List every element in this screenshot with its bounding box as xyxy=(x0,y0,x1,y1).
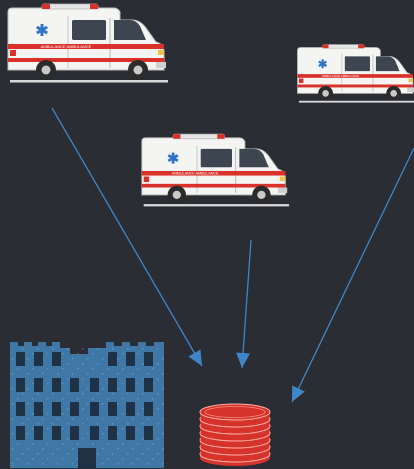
coin-stack-icon xyxy=(199,403,271,466)
star-of-life-icon xyxy=(318,59,328,69)
star-of-life-icon xyxy=(36,24,48,36)
arrowhead-icon xyxy=(292,385,305,402)
arrow-center-to-coins xyxy=(236,239,252,369)
ambulance-label: AMBULANCE AMBULANCE xyxy=(41,44,92,49)
ambulances-layer: AMBULANCE AMBULANCE AMBULANCE AMBULANCE AM… xyxy=(7,3,414,207)
arrow-right-to-target xyxy=(291,147,414,403)
ambulance-label: AMBULANCE AMBULANCE xyxy=(172,172,219,176)
arrows-layer xyxy=(51,107,414,403)
ambulance-label: AMBULANCE AMBULANCE xyxy=(322,74,359,78)
star-of-life-icon xyxy=(167,152,179,164)
ambulance-center: AMBULANCE AMBULANCE xyxy=(141,133,290,207)
hospital-building-icon xyxy=(10,342,164,468)
arrow-left-to-hospital xyxy=(51,107,203,367)
ambulance-top-left: AMBULANCE AMBULANCE xyxy=(7,3,168,83)
arrowhead-icon xyxy=(188,349,202,366)
coin xyxy=(199,403,271,424)
ambulance-top-right: AMBULANCE AMBULANCE xyxy=(297,44,414,103)
arrowhead-icon xyxy=(236,352,251,368)
